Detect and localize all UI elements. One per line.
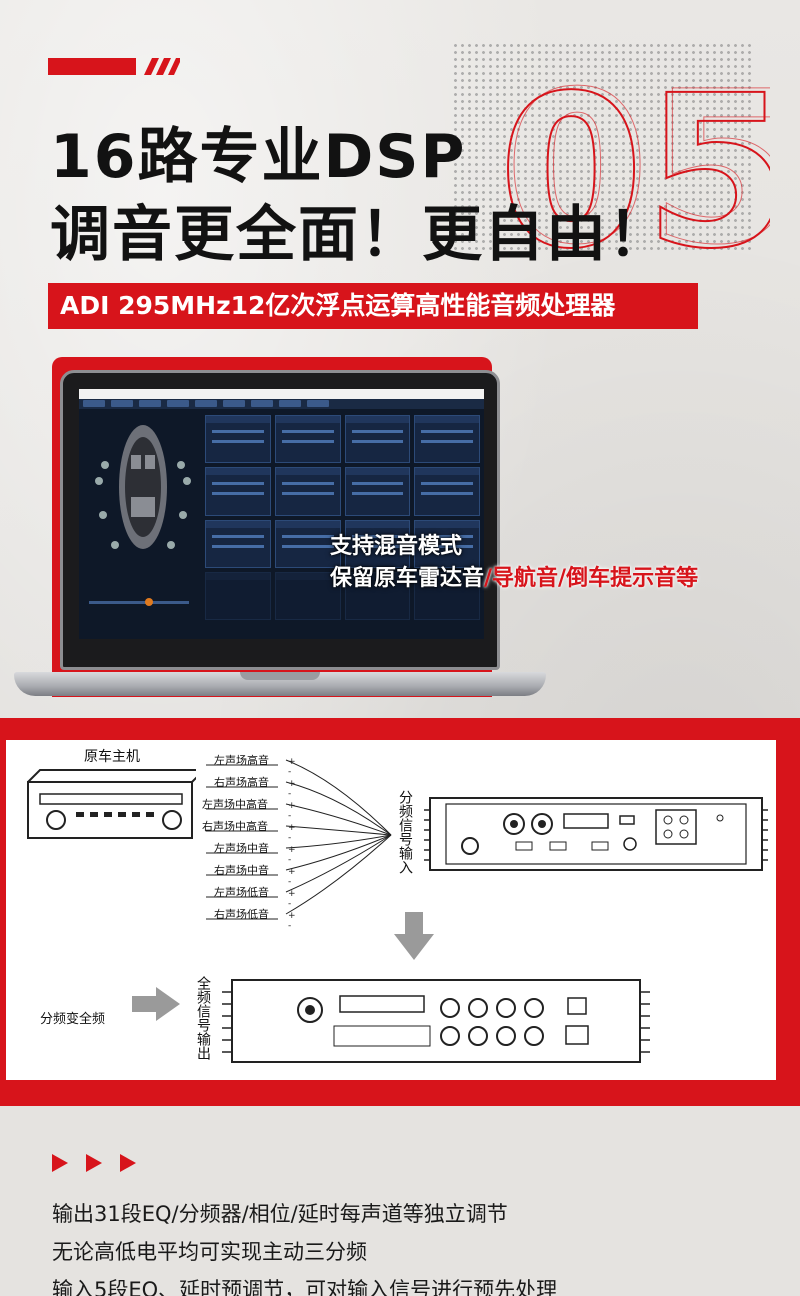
- conversion-label: 分频变全频: [40, 1012, 106, 1027]
- play-triangle-icon: [86, 1154, 102, 1172]
- svg-text:-: -: [288, 899, 291, 909]
- channel-label: 左声场中音: [214, 842, 269, 855]
- head-unit-drawing: [27, 769, 196, 839]
- volume-slider: [89, 601, 189, 604]
- svg-text:+: +: [288, 867, 296, 877]
- right-arrow-icon: [132, 987, 180, 1021]
- svg-text:+: +: [288, 845, 296, 855]
- window-titlebar: [79, 389, 484, 399]
- signal-wires: +- +- +- +- +- +- +- +-: [206, 757, 392, 931]
- halftone-dots: [452, 42, 752, 252]
- feature-section: [0, 1106, 800, 1296]
- down-arrow-icon: [394, 912, 434, 960]
- svg-text:+: +: [288, 801, 296, 811]
- feature-line: 无论高低电平均可实现主动三分频: [52, 1240, 367, 1264]
- channel-label: 左声场低音: [214, 886, 269, 899]
- section-number: 05: [498, 50, 770, 270]
- svg-text:-: -: [288, 855, 291, 865]
- svg-text:+: +: [288, 911, 296, 921]
- channel-label: 左声场高音: [214, 754, 269, 767]
- volume-slider-knob: [145, 598, 153, 606]
- decorative-stripe-bar: [48, 58, 180, 75]
- svg-text:-: -: [288, 767, 291, 777]
- play-triangle-icon: [52, 1154, 68, 1172]
- car-speaker-layout: [95, 425, 191, 549]
- svg-text:-: -: [288, 833, 291, 843]
- output-signal-label: 全频信号输出: [195, 976, 211, 1060]
- channel-label: 右声场低音: [214, 908, 269, 921]
- section-number-outline: 05 05: [497, 46, 770, 271]
- dsp-software-screen: [79, 389, 484, 639]
- head-unit-label: 原车主机: [84, 749, 140, 765]
- software-toolbar: [79, 399, 484, 409]
- svg-text:-: -: [288, 789, 291, 799]
- feature-line: 输出31段EQ/分频器/相位/延时每声道等独立调节: [52, 1202, 508, 1226]
- channel-label: 右声场中音: [214, 864, 269, 877]
- svg-text:-: -: [288, 877, 291, 887]
- input-signal-label: 分频信号输入: [397, 790, 413, 874]
- channel-label: 右声场高音: [214, 776, 269, 789]
- channel-label: 右声场中高音: [202, 820, 268, 833]
- svg-text:+: +: [288, 779, 296, 789]
- svg-text:+: +: [288, 757, 296, 767]
- output-device-front: [222, 979, 650, 1063]
- svg-text:-: -: [288, 811, 291, 821]
- nav-reverse-sound-text: /导航音/倒车提示音等: [484, 566, 699, 591]
- radar-sound-text: 保留原车雷达音/导航音/倒车提示音等: [330, 566, 699, 591]
- play-triangle-icon: [120, 1154, 136, 1172]
- title-line-2: 调音更全面！更自由！: [50, 200, 670, 270]
- dsp-device-front: [424, 797, 768, 871]
- mix-mode-text: 支持混音模式: [330, 534, 463, 559]
- svg-text:-: -: [288, 921, 291, 931]
- title-line-1: 16路专业DSP: [50, 122, 467, 192]
- wiring-diagram: 原车主机 左声场高音 右声场高音 左声场中高音 右声场中高音 左声场中音 右声场…: [6, 740, 776, 1080]
- channel-label: 左声场中高音: [202, 798, 268, 811]
- section-number-echo: 05: [504, 46, 770, 270]
- svg-text:+: +: [288, 889, 296, 899]
- svg-text:+: +: [288, 823, 296, 833]
- channel-panels: [205, 415, 480, 620]
- laptop: [60, 370, 500, 670]
- feature-line: 输入5段EQ、延时预调节，可对输入信号进行预先处理: [52, 1278, 558, 1296]
- processor-banner: ADI 295MHz12亿次浮点运算高性能音频处理器: [48, 283, 698, 329]
- laptop-notch: [240, 672, 320, 680]
